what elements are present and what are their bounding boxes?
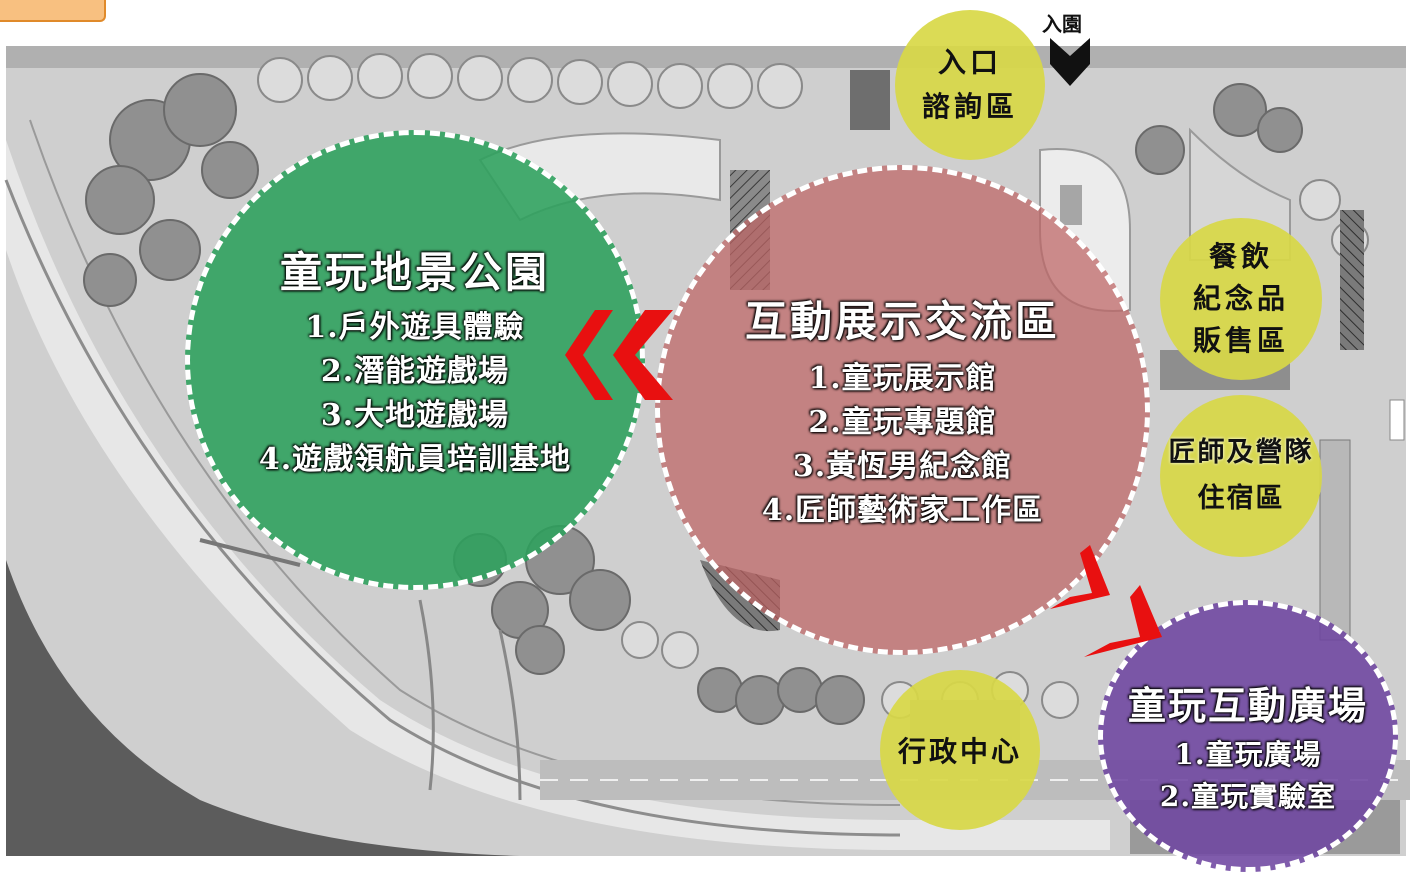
zone-item: 1.童玩展示館: [808, 360, 997, 396]
zone-item: 1.戶外遊具體驗: [305, 309, 525, 345]
zone-item: 4.遊戲領航員培訓基地: [258, 441, 572, 477]
chevron-down-right-icon: [1050, 545, 1162, 657]
bubble-line: 販售區: [1192, 324, 1289, 357]
chevron-down-icon: [1050, 38, 1090, 86]
bubble-lodging: 匠師及營隊 住宿區: [1160, 395, 1322, 557]
zone-item: 2.童玩專題館: [808, 404, 997, 440]
zone-landscape-park: 童玩地景公園 1.戶外遊具體驗 2.潛能遊戲場 3.大地遊戲場 4.遊戲領航員培…: [185, 130, 645, 590]
zone-title: 童玩互動廣場: [1127, 682, 1368, 728]
zone-title: 互動展示交流區: [744, 296, 1060, 346]
bubble-line: 諮詢區: [921, 90, 1018, 123]
bubble-line: 行政中心: [897, 735, 1022, 768]
bubble-dining-souvenir: 餐飲 紀念品 販售區: [1160, 218, 1322, 380]
zone-item: 3.黃恆男紀念館: [792, 448, 1013, 484]
bubble-entrance-info: 入口 諮詢區: [895, 10, 1045, 160]
zone-interactive-exhibition: 互動展示交流區 1.童玩展示館 2.童玩專題館 3.黃恆男紀念館 4.匠師藝術家…: [655, 165, 1150, 655]
bubble-line: 入口: [937, 46, 1002, 79]
chevron-left-icon: [565, 310, 673, 400]
bubble-line: 匠師及營隊: [1168, 437, 1314, 468]
entry-label: 入園: [1042, 12, 1082, 36]
zone-item: 1.童玩廣場: [1174, 737, 1322, 771]
zone-title: 童玩地景公園: [279, 247, 550, 297]
zone-item: 4.匠師藝術家工作區: [761, 492, 1044, 528]
corner-tab: [0, 0, 106, 22]
bubble-admin-center: 行政中心: [880, 670, 1040, 830]
zone-item: 2.潛能遊戲場: [320, 353, 510, 389]
zone-interactive-plaza: 童玩互動廣場 1.童玩廣場 2.童玩實驗室: [1098, 600, 1398, 872]
bubble-line: 紀念品: [1192, 282, 1289, 315]
bubble-line: 住宿區: [1197, 483, 1285, 514]
zone-item: 3.大地遊戲場: [320, 397, 510, 433]
bubble-line: 餐飲: [1208, 240, 1273, 273]
zone-item: 2.童玩實驗室: [1159, 779, 1337, 813]
